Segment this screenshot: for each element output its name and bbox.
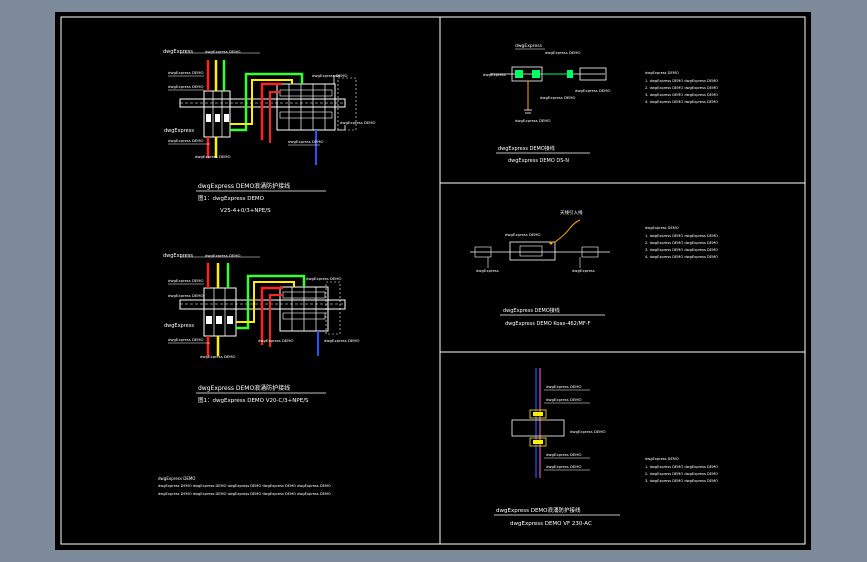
leader-label: 4. dwgExpress DEMO dwgExpress DEMO (645, 255, 718, 259)
diagram-right-top: dwgExpress dwgExpress DEMO dwgExpress dw… (483, 43, 718, 164)
diagram-title: dwgExpress DEMO浪涌防护接线 (198, 384, 290, 392)
leader-label: 4. dwgExpress DEMO dwgExpress DEMO (645, 100, 718, 104)
diagram-subtitle: dwgExpress DEMO Koax-462/MF-F (505, 321, 591, 327)
leader-label: dwgExpress DEMO (288, 139, 324, 144)
leader-label: dwgExpress DEMO (546, 397, 582, 402)
leader-label: 2. dwgExpress DEMO dwgExpress DEMO (645, 241, 718, 245)
leader-label: 天线引入线 (560, 209, 583, 216)
diagram-subtitle: 图1：dwgExpress DEMO (198, 194, 265, 202)
diagram-top-left: dwgExpress dwgExpress DEMO dwgExpress DE… (163, 49, 376, 214)
leader-label: dwgExpress DEMO (158, 476, 195, 481)
diagram-right-bottom: dwgExpress DEMO dwgExpress DEMO dwgExpre… (494, 368, 718, 527)
leader-label: dwgExpress DEMO (195, 154, 231, 159)
coax-arrester (509, 241, 556, 261)
leader-label: dwgExpress DEMO (546, 384, 582, 389)
leader-label: dwgExpress DEMO dwgExpress DEMO dwgExpre… (158, 492, 331, 496)
diagram-title: dwgExpress DEMO接线 (503, 307, 560, 314)
notes-bottom-left: dwgExpress DEMO dwgExpress DEMO dwgExpre… (158, 476, 331, 496)
leader-label: 2. dwgExpress DEMO dwgExpress DEMO (645, 86, 718, 90)
leader-label: dwgExpress DEMO (168, 84, 204, 89)
leader-label: dwgExpress DEMO (546, 464, 582, 469)
leader-label: dwgExpress DEMO (258, 338, 294, 343)
diagram-mid-left: dwgExpress dwgExpress DEMO dwgExpress DE… (163, 253, 360, 404)
ac-arrester (511, 419, 565, 437)
leader-label: dwgExpress DEMO (645, 71, 679, 75)
leader-label: dwgExpress DEMO (324, 338, 360, 343)
diagram-subtitle: dwgExpress DEMO VF 230-AC (510, 521, 592, 527)
outer-frame (60, 16, 806, 545)
diagram-title: dwgExpress DEMO接线 (498, 145, 555, 152)
leader-label: 1. dwgExpress DEMO dwgExpress DEMO (645, 465, 718, 469)
diagram-title: dwgExpress DEMO浪涌防护接线 (496, 506, 581, 514)
diagram-subtitle: 图1：dwgExpress DEMO V20-C/3+NPE/S (198, 396, 309, 404)
leader-label: dwgExpress DEMO (168, 70, 204, 75)
leader-label: dwgExpress DEMO (575, 88, 611, 93)
leader-label: dwgExpress DEMO (312, 73, 348, 78)
leader-label: dwgExpress DEMO (505, 232, 541, 237)
breaker-block (203, 287, 237, 337)
leader-label: dwgExpress DEMO (515, 118, 551, 123)
leader-label: dwgExpress DEMO (205, 49, 241, 54)
diagram-right-mid: 天线引入线 dwgExpress dwgExpress DEMO dwgExpr… (470, 209, 718, 327)
leader-label: dwgExpress DEMO (340, 120, 376, 125)
leader-label: 3. dwgExpress DEMO dwgExpress DEMO (645, 93, 718, 97)
leader-label: 2. dwgExpress DEMO dwgExpress DEMO (645, 472, 718, 476)
leader-label: dwgExpress (164, 323, 194, 329)
leader-label: 3. dwgExpress DEMO dwgExpress DEMO (645, 248, 718, 252)
leader-label: dwgExpress DEMO (645, 457, 679, 461)
leader-label: dwgExpress (572, 268, 595, 273)
surge-protector-block (276, 83, 336, 131)
leader-label: dwgExpress DEMO (168, 278, 204, 283)
leader-label: dwgExpress DEMO (168, 337, 204, 342)
leader-label: dwgExpress (164, 128, 194, 134)
diagram-model: V25-4+0/3+NPE/S (220, 208, 271, 214)
leader-label: dwgExpress DEMO (546, 452, 582, 457)
leader-label: dwgExpress DEMO (168, 293, 204, 298)
leader-label: dwgExpress DEMO (200, 354, 236, 359)
leader-label: dwgExpress DEMO (645, 226, 679, 230)
leader-label: dwgExpress DEMO dwgExpress DEMO dwgExpre… (158, 484, 331, 488)
leader-label: dwgExpress DEMO (205, 253, 241, 258)
leader-label: dwgExpress DEMO (306, 276, 342, 281)
leader-label: dwgExpress (515, 43, 543, 49)
leader-label: 3. dwgExpress DEMO dwgExpress DEMO (645, 479, 718, 483)
leader-label: 1. dwgExpress DEMO dwgExpress DEMO (645, 79, 718, 83)
label-header: dwgExpress (163, 49, 193, 55)
drawing-canvas (55, 12, 811, 550)
leader-label: dwgExpress DEMO (168, 138, 204, 143)
leader-label: dwgExpress DEMO (570, 429, 606, 434)
diagram-title: dwgExpress DEMO浪涌防护接线 (198, 182, 290, 190)
diagram-subtitle: dwgExpress DEMO DS-N (508, 158, 569, 164)
leader-label: dwgExpress DEMO (540, 95, 576, 100)
leader-label: dwgExpress (483, 72, 506, 77)
leader-label: dwgExpress (163, 253, 193, 259)
leader-label: 1. dwgExpress DEMO dwgExpress DEMO (645, 234, 718, 238)
leader-label: dwgExpress (476, 268, 499, 273)
leader-label: dwgExpress DEMO (545, 50, 581, 55)
